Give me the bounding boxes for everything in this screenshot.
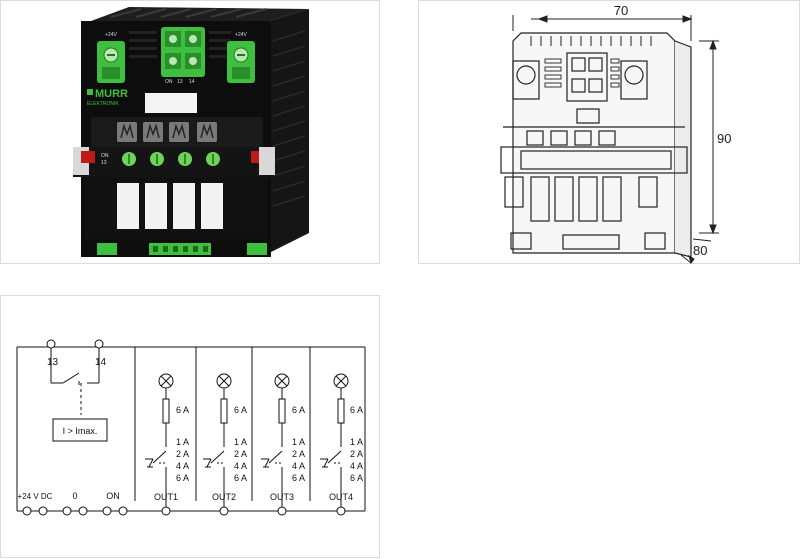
status-leds <box>122 152 220 166</box>
terminal-left <box>97 41 125 83</box>
svg-text:6 A: 6 A <box>176 473 189 483</box>
svg-text:6 A: 6 A <box>350 405 363 415</box>
depth-dimension <box>680 238 712 265</box>
svg-text:6 A: 6 A <box>350 473 363 483</box>
svg-text:2 A: 2 A <box>176 449 189 459</box>
num-14-top: 14 <box>189 79 195 85</box>
contact-14-label: 14 <box>95 357 107 368</box>
voltage-label-left: +24V <box>105 32 117 38</box>
terminal-center <box>161 27 205 77</box>
out1-label: OUT1 <box>154 492 178 502</box>
out4-label: OUT4 <box>329 492 353 502</box>
dimension-width-label: 70 <box>614 3 628 18</box>
svg-text:1 A: 1 A <box>234 437 247 447</box>
product-photo-panel: +24V ON 13 14 +24V MURR ELEKTRONIK <box>0 0 380 264</box>
dimension-depth-label: 80 <box>693 243 707 258</box>
channel-4: 6 A 1 A 2 A 4 A 6 A OUT4 <box>320 373 363 516</box>
white-label-tabs <box>117 183 223 229</box>
imax-label: I > Imax. <box>63 426 98 436</box>
on-label-top: ON <box>165 79 173 85</box>
svg-text:1 A: 1 A <box>292 437 305 447</box>
svg-text:6 A: 6 A <box>234 473 247 483</box>
dimension-drawing: 70 90 80 <box>500 3 731 265</box>
svg-text:4 A: 4 A <box>234 461 247 471</box>
dimension-drawing-panel: 70 90 80 <box>418 0 800 265</box>
svg-text:6 A: 6 A <box>292 473 305 483</box>
product-photo: +24V ON 13 14 +24V MURR ELEKTRONIK <box>73 7 309 257</box>
circuit-diagram-panel: 13 14 I > Imax. +24 V DC 0 ON 6 A 1 A 2 … <box>0 295 380 558</box>
svg-text:ELEKTRONIK: ELEKTRONIK <box>87 101 119 107</box>
svg-text:6 A: 6 A <box>292 405 305 415</box>
on-label-led: ON <box>101 153 109 159</box>
terminal-right <box>227 41 255 83</box>
svg-text:1 A: 1 A <box>176 437 189 447</box>
channel-3: 6 A 1 A 2 A 4 A 6 A OUT3 <box>261 373 305 516</box>
label-window <box>145 93 197 113</box>
dimension-height-label: 90 <box>717 131 731 146</box>
height-dimension <box>699 39 719 235</box>
out2-label: OUT2 <box>212 492 236 502</box>
terminal-bottom <box>97 243 267 255</box>
svg-text:2 A: 2 A <box>234 449 247 459</box>
svg-text:1 A: 1 A <box>350 437 363 447</box>
svg-text:4 A: 4 A <box>176 461 189 471</box>
zero-label: 0 <box>72 491 77 501</box>
width-dimension <box>512 15 693 41</box>
channel-1: 6 A 1 A 2 A 4 A 6 A OUT1 <box>145 373 189 516</box>
on-label: ON <box>106 491 120 501</box>
voltage-label-right: +24V <box>235 32 247 38</box>
svg-text:4 A: 4 A <box>350 461 363 471</box>
supply-label: +24 V DC <box>18 492 53 501</box>
circuit-diagram: 13 14 I > Imax. +24 V DC 0 ON 6 A 1 A 2 … <box>16 339 366 516</box>
svg-text:2 A: 2 A <box>350 449 363 459</box>
channel-buttons <box>117 122 217 142</box>
murr-logo: MURR ELEKTRONIK <box>87 88 128 107</box>
out3-label: OUT3 <box>270 492 294 502</box>
svg-text:4 A: 4 A <box>292 461 305 471</box>
svg-text:MURR: MURR <box>95 88 128 100</box>
svg-text:6 A: 6 A <box>234 405 247 415</box>
svg-text:2 A: 2 A <box>292 449 305 459</box>
num-13-led: 13 <box>101 160 107 166</box>
num-13-top: 13 <box>177 79 183 85</box>
svg-text:6 A: 6 A <box>176 405 189 415</box>
contact-13-label: 13 <box>47 357 59 368</box>
channel-2: 6 A 1 A 2 A 4 A 6 A OUT2 <box>203 373 247 516</box>
